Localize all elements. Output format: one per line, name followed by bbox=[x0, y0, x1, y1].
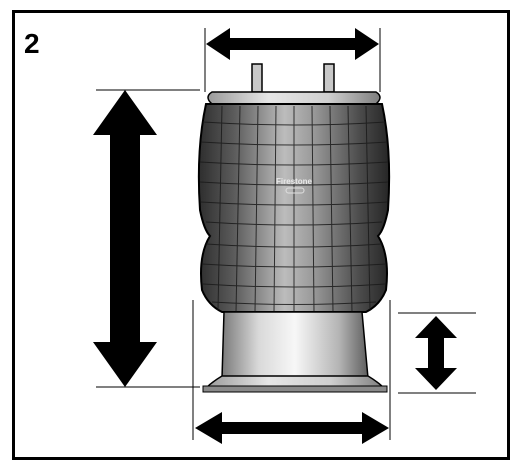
step-number: 2 bbox=[24, 28, 40, 59]
bellows-texture bbox=[199, 105, 389, 313]
double-arrow-icon bbox=[415, 316, 457, 390]
piston bbox=[221, 311, 369, 379]
mounting-stud-left bbox=[251, 63, 263, 93]
dimension-arrows bbox=[93, 28, 457, 444]
brand-badge bbox=[285, 187, 305, 194]
mounting-stud-right bbox=[323, 63, 335, 93]
air-spring-icon: Firestone bbox=[197, 63, 391, 393]
double-arrow-icon bbox=[195, 412, 389, 444]
dimension-guide-lines bbox=[96, 28, 476, 440]
figure-frame bbox=[12, 10, 510, 460]
double-arrow-icon bbox=[93, 90, 157, 387]
top-bead-plate bbox=[207, 91, 381, 105]
double-arrow-icon bbox=[206, 28, 379, 60]
brand-label: Firestone bbox=[276, 177, 313, 186]
base-plate bbox=[202, 385, 388, 393]
